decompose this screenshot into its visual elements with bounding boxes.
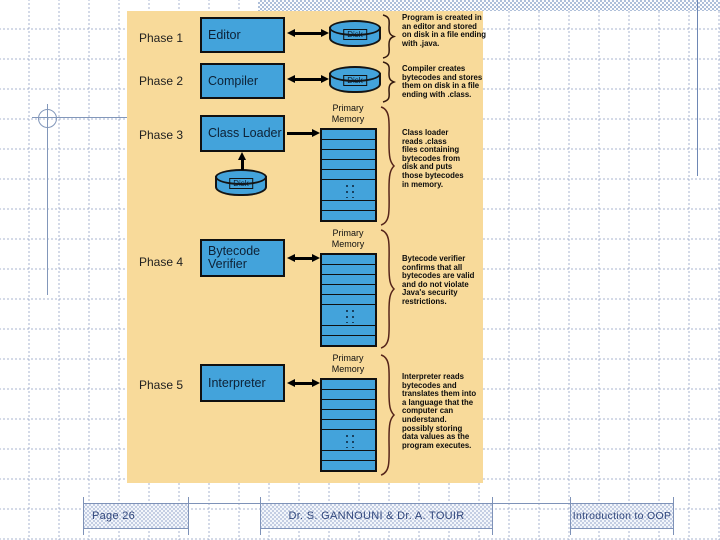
brace-icon-phase5: [380, 354, 396, 476]
blueprint-vertical-line: [697, 0, 698, 176]
ellipsis-dots-icon: [343, 432, 354, 448]
editor-box: Editor: [200, 17, 285, 53]
phase-4-label: Phase 4: [139, 255, 184, 269]
disk-icon-phase2: Disk: [329, 66, 381, 96]
disk-label: Disk: [229, 178, 253, 189]
slide-content-area: [127, 11, 483, 483]
phase-5-note: Interpreter reads bytecodes and translat…: [402, 372, 477, 450]
arrow-editor-disk: [287, 29, 329, 38]
hatch-band-icon: [258, 0, 720, 11]
brace-icon-phase2: [382, 61, 396, 103]
brace-icon-phase1: [382, 14, 396, 59]
disk-label: Disk: [343, 75, 367, 86]
arrow-compiler-disk: [287, 75, 329, 84]
phase-1-note: Program is created in an editor and stor…: [402, 13, 487, 48]
disk-icon-phase1: Disk: [329, 20, 381, 50]
editor-box-label: Editor: [208, 27, 241, 42]
disk-label: Disk: [343, 29, 367, 40]
disk-top: [215, 169, 267, 185]
primary-memory-stack-phase5: [320, 378, 377, 472]
compass-vertical-line: [47, 104, 48, 295]
primary-memory-stack-phase3: [320, 128, 377, 222]
compass-horizontal-line: [32, 117, 128, 118]
brace-icon-phase3: [380, 106, 396, 226]
course-title-box: Introduction to OOP: [570, 497, 674, 535]
arrow-classloader-memory: [287, 129, 320, 138]
phase-2-note: Compiler creates bytecodes and stores th…: [402, 64, 483, 99]
phase-3-label: Phase 3: [139, 128, 184, 142]
phase-5-label: Phase 5: [139, 378, 184, 392]
interpreter-box-label: Interpreter: [208, 375, 266, 390]
phase-1-label: Phase 1: [139, 31, 184, 45]
primary-memory-label-phase4: Primary Memory: [331, 228, 365, 249]
authors-text: Dr. S. GANNOUNI & Dr. A. TOUIR: [288, 510, 465, 522]
authors-box: Dr. S. GANNOUNI & Dr. A. TOUIR: [260, 497, 493, 535]
disk-top: [329, 66, 381, 82]
primary-memory-label-phase5: Primary Memory: [331, 353, 365, 374]
interpreter-box: Interpreter: [200, 364, 285, 402]
brace-icon-phase4: [380, 229, 396, 349]
compass-circle-icon: [38, 109, 57, 128]
bytecode-verifier-box-label: Bytecode Verifier: [208, 244, 261, 271]
page-number-box: Page 26: [83, 497, 189, 535]
arrow-interpreter-memory: [287, 379, 320, 388]
primary-memory-label-phase3: Primary Memory: [331, 103, 365, 124]
ellipsis-dots-icon: [343, 307, 354, 323]
primary-memory-stack-phase4: [320, 253, 377, 347]
course-title-text: Introduction to OOP: [572, 510, 672, 522]
ellipsis-dots-icon: [343, 182, 354, 198]
bytecode-verifier-box: Bytecode Verifier: [200, 239, 285, 277]
disk-icon-phase3: Disk: [215, 169, 267, 199]
page-number: Page 26: [92, 510, 136, 522]
compiler-box: Compiler: [200, 63, 285, 99]
class-loader-box: Class Loader: [200, 115, 285, 152]
disk-top: [329, 20, 381, 36]
compiler-box-label: Compiler: [208, 73, 259, 88]
phase-3-note: Class loader reads .class files containi…: [402, 128, 464, 189]
phase-4-note: Bytecode verifier confirms that all byte…: [402, 254, 475, 306]
arrow-verifier-memory: [287, 254, 320, 263]
class-loader-box-label: Class Loader: [208, 126, 282, 140]
phase-2-label: Phase 2: [139, 74, 184, 88]
arrow-disk-classloader: [238, 152, 247, 170]
